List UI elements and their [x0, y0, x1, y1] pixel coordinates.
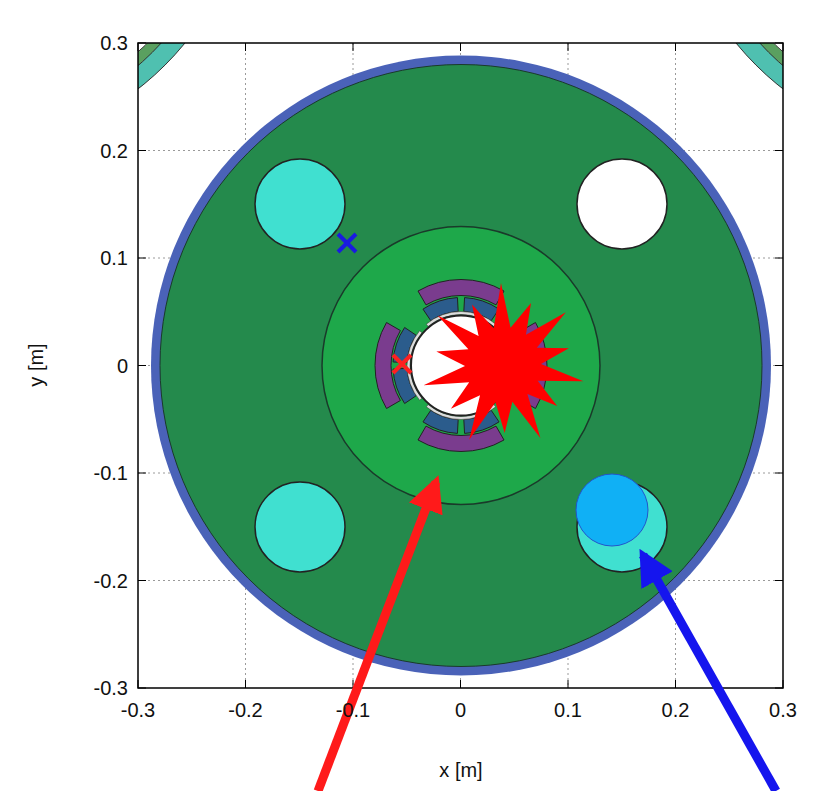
drawing-part [775, 473, 783, 474]
drawing-part [689, 43, 783, 132]
y-tick-label: -0.1 [94, 463, 128, 483]
y-tick-label: 0.1 [100, 248, 128, 268]
drawing-part [138, 43, 139, 51]
drawing-part [775, 688, 783, 689]
pointer-arrow [643, 555, 776, 791]
drawing-part [138, 43, 146, 44]
drawing-part [671, 43, 783, 150]
plot-frame [138, 43, 783, 688]
drawing-part [783, 43, 784, 51]
drawing-part [418, 426, 504, 451]
yoke-hole [577, 159, 667, 249]
axis-title: y [m] [26, 343, 46, 386]
drawing-part [138, 43, 250, 150]
drawing-part [138, 365, 146, 366]
x-tick-label: 0.2 [662, 700, 690, 720]
drawing-part [675, 680, 676, 688]
drawing-part [338, 234, 356, 252]
y-tick-label: -0.3 [94, 678, 128, 698]
drawing-part [138, 580, 146, 581]
y-tick-label: 0.3 [100, 33, 128, 53]
y-tick-label: 0.2 [100, 141, 128, 161]
tick-marks [138, 43, 783, 688]
drawing-part [245, 43, 246, 51]
y-tick-label: 0 [117, 356, 128, 376]
yoke-hole [255, 482, 345, 572]
drawing-part [245, 680, 246, 688]
yoke-hole [255, 159, 345, 249]
drawing-part [418, 280, 504, 305]
drawing-part [675, 43, 676, 51]
drawing-part [138, 688, 146, 689]
x-tick-label: 0.3 [769, 700, 797, 720]
drawing-part [138, 680, 139, 688]
x-tick-label: 0.1 [554, 700, 582, 720]
loss-marker [338, 234, 356, 252]
drawing-part [138, 258, 146, 259]
drawing-part [775, 258, 783, 259]
grid-lines [138, 43, 783, 688]
drawing-part [568, 680, 569, 688]
drawing-part [460, 680, 461, 688]
iron-yoke [160, 65, 762, 667]
loss-marker [393, 355, 411, 373]
drawing-part [353, 43, 354, 51]
y-tick-label: -0.2 [94, 571, 128, 591]
axis-title: x [m] [439, 760, 482, 780]
impact-burst [424, 283, 584, 440]
drawing-part [775, 580, 783, 581]
pointer-arrow [318, 482, 436, 791]
x-tick-label: -0.3 [121, 700, 155, 720]
drawing-part [783, 680, 784, 688]
drawing-part [138, 43, 232, 132]
drawing-part [338, 234, 356, 252]
drawing-part [460, 43, 461, 51]
drawing-part [568, 43, 569, 51]
collar [322, 227, 600, 505]
drawing-part [138, 150, 146, 151]
inner-pipe [576, 474, 648, 546]
drawing-part [775, 365, 783, 366]
outer-shell [151, 56, 771, 676]
drawing-part [393, 355, 411, 373]
x-tick-label: -0.2 [228, 700, 262, 720]
x-tick-label: -0.1 [336, 700, 370, 720]
drawing-part [775, 150, 783, 151]
drawing-part [699, 43, 783, 122]
drawing-part [775, 43, 783, 44]
drawing-part [375, 323, 400, 409]
x-tick-label: 0 [455, 700, 466, 720]
drawing-part [138, 473, 146, 474]
drawing-part [393, 355, 411, 373]
drawing-part [138, 43, 222, 122]
